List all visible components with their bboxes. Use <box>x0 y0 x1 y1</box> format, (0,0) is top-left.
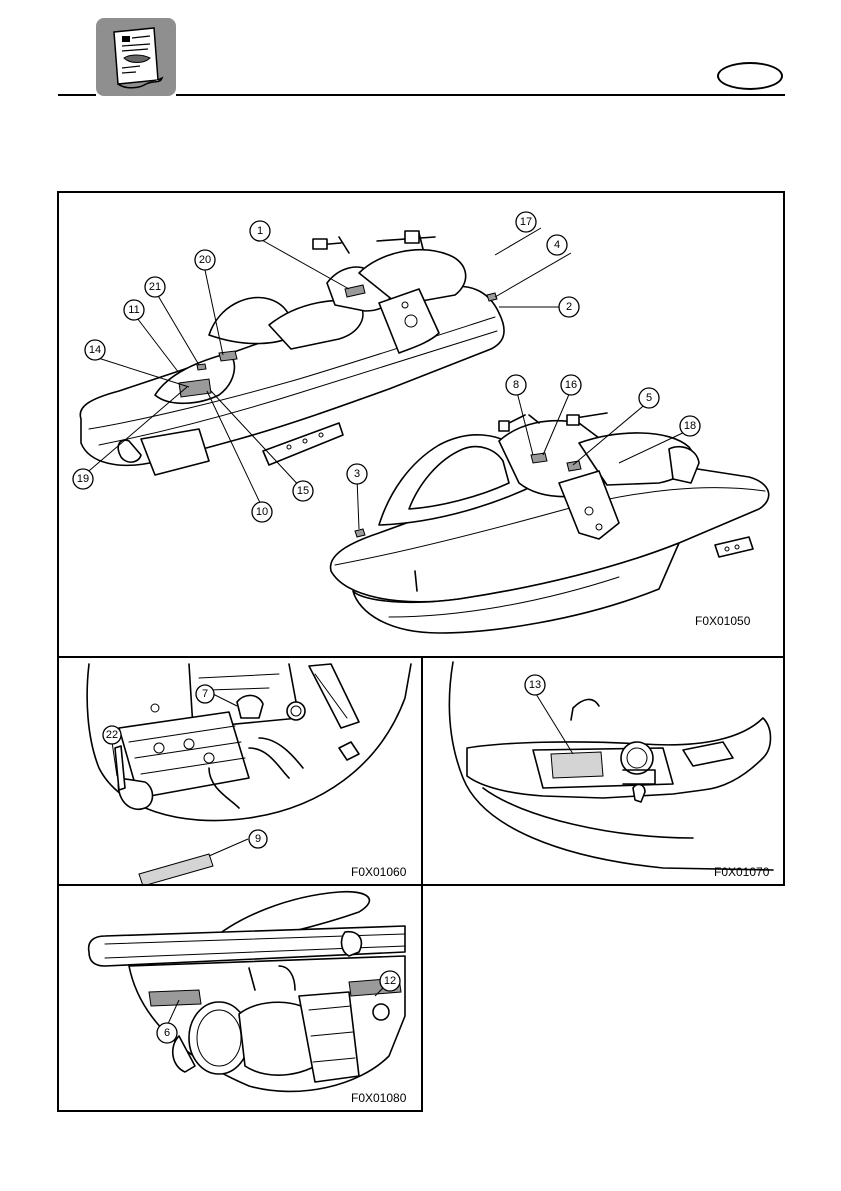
svg-text:3: 3 <box>354 468 360 480</box>
svg-text:10: 10 <box>256 506 268 518</box>
jet-pump-figure-frame: 6 12 F0X01080 <box>57 884 423 1112</box>
callout-22: 22 <box>103 726 121 744</box>
callout-14: 14 <box>85 340 105 360</box>
language-tab-icon <box>717 62 783 90</box>
jet-pump-illustration: 6 12 <box>59 886 421 1110</box>
callout-6: 6 <box>157 1023 177 1043</box>
svg-text:18: 18 <box>684 420 696 432</box>
callout-3: 3 <box>347 464 367 484</box>
callout-10: 10 <box>252 502 272 522</box>
craft-rear-view <box>80 231 504 475</box>
svg-text:21: 21 <box>149 281 161 293</box>
storage-figure-frame: 13 F0X01070 <box>421 656 785 886</box>
callout-12: 12 <box>380 971 400 991</box>
craft-front-view <box>331 413 769 633</box>
storage-illustration: 13 <box>423 658 783 884</box>
svg-text:19: 19 <box>77 473 89 485</box>
figure-code-engine-bay: F0X01060 <box>351 865 406 879</box>
engine-bay-illustration: 7 22 9 <box>59 658 421 884</box>
callout-15: 15 <box>293 481 313 501</box>
figure-code-main: F0X01050 <box>695 614 750 628</box>
callout-18: 18 <box>680 416 700 436</box>
callout-21: 21 <box>145 277 165 297</box>
callout-8: 8 <box>506 375 526 395</box>
header-rule-right <box>176 94 785 96</box>
header-rule-left <box>58 94 96 96</box>
engine-bay-figure-frame: 7 22 9 F0X01060 <box>57 656 423 886</box>
svg-text:7: 7 <box>202 688 208 700</box>
manual-book-icon <box>96 18 176 96</box>
svg-text:1: 1 <box>257 225 263 237</box>
svg-text:11: 11 <box>128 304 139 316</box>
svg-text:13: 13 <box>529 679 541 691</box>
callout-2: 2 <box>559 297 579 317</box>
svg-text:6: 6 <box>164 1027 170 1039</box>
svg-text:20: 20 <box>199 254 211 266</box>
svg-text:9: 9 <box>255 833 261 845</box>
main-figure-frame: 1 17 4 2 20 21 11 14 19 10 15 8 16 5 18 … <box>57 191 785 658</box>
callout-13: 13 <box>525 675 545 695</box>
callout-5: 5 <box>639 388 659 408</box>
svg-text:8: 8 <box>513 379 519 391</box>
svg-text:15: 15 <box>297 485 309 497</box>
svg-text:14: 14 <box>89 344 101 356</box>
callout-11: 11 <box>124 300 144 320</box>
figure-code-jet-pump: F0X01080 <box>351 1091 406 1105</box>
svg-text:12: 12 <box>384 975 396 987</box>
callout-7: 7 <box>196 685 214 703</box>
svg-text:17: 17 <box>520 216 532 228</box>
svg-text:2: 2 <box>566 301 572 313</box>
callout-9: 9 <box>249 830 267 848</box>
svg-text:5: 5 <box>646 392 652 404</box>
callout-19: 19 <box>73 469 93 489</box>
callout-1: 1 <box>250 221 270 241</box>
callout-16: 16 <box>561 375 581 395</box>
svg-text:16: 16 <box>565 379 577 391</box>
figure-code-storage: F0X01070 <box>714 865 769 879</box>
jet-ski-illustration: 1 17 4 2 20 21 11 14 19 10 15 8 16 5 18 … <box>59 193 783 656</box>
svg-text:4: 4 <box>554 239 560 251</box>
svg-text:22: 22 <box>106 729 118 741</box>
callout-20: 20 <box>195 250 215 270</box>
callout-17: 17 <box>516 212 536 232</box>
callout-4: 4 <box>547 235 567 255</box>
